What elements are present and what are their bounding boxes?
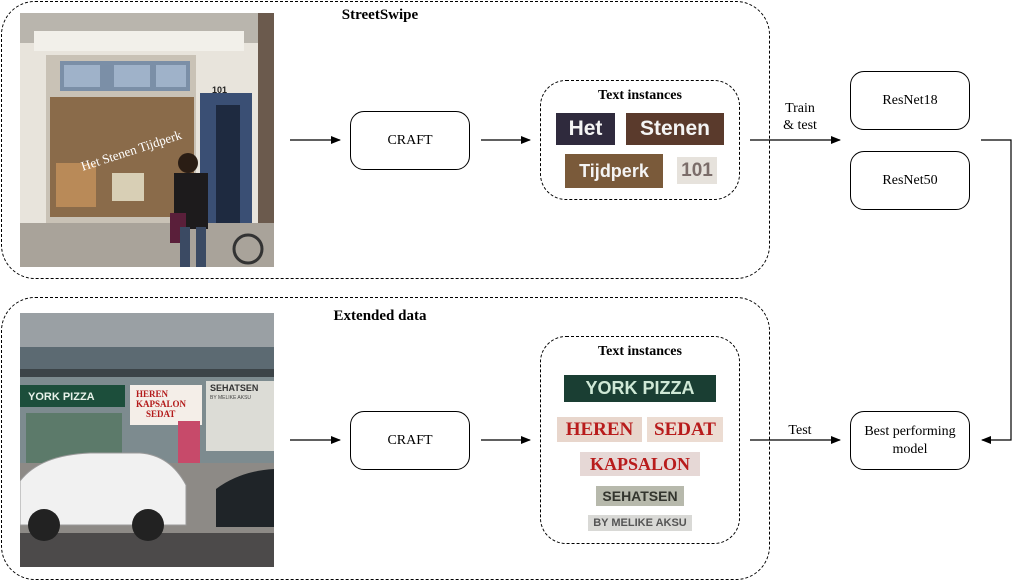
resnet50-node: ResNet50: [850, 151, 970, 210]
street-sign-by-melike-aksu: BY MELIKE AKSU: [210, 395, 251, 401]
streetswipe-title: StreetSwipe: [341, 7, 419, 23]
text-crop-101: 101: [677, 157, 717, 184]
street-sign-heren: HEREN: [136, 389, 169, 399]
street-sign-sedat: SEDAT: [146, 409, 175, 419]
craft-node-top: CRAFT: [350, 111, 470, 170]
text-crop-tijdperk: Tijdperk: [565, 154, 663, 188]
streetswipe-storefront-photo: Het Stenen Tijdperk 101: [20, 13, 274, 267]
arrow-models-to-best-model: [981, 139, 1012, 444]
text-instances-title-bottom: Text instances: [598, 344, 682, 359]
text-crop-kapsalon: KAPSALON: [580, 452, 700, 476]
text-instances-group-bottom: [540, 336, 740, 544]
text-crop-het: Het: [556, 113, 615, 145]
street-sign-kapsalon: KAPSALON: [136, 399, 187, 409]
extended-data-region: [1, 297, 770, 580]
street-illustration: YORK PIZZA HEREN KAPSALON SEDAT SEHATSEN…: [20, 313, 274, 567]
text-crop-york-pizza: YORK PIZZA: [564, 375, 716, 402]
craft-node-bottom: CRAFT: [350, 411, 470, 470]
house-number-text: 101: [212, 85, 227, 95]
street-sign-sehatsen: SEHATSEN: [210, 383, 258, 393]
text-crop-heren: HEREN: [557, 417, 642, 442]
street-sign-york-pizza: YORK PIZZA: [28, 391, 95, 403]
edge-label-test: Test: [788, 423, 812, 438]
text-crop-sehatsen: SEHATSEN: [596, 486, 684, 506]
text-instances-title-top: Text instances: [598, 88, 682, 103]
text-crop-stenen: Stenen: [626, 113, 724, 145]
edge-label-train-test: Train & test: [783, 101, 817, 133]
storefront-illustration: Het Stenen Tijdperk 101: [20, 13, 274, 267]
text-crop-by-melike-aksu: BY MELIKE AKSU: [588, 515, 692, 531]
text-instances-group-top: [540, 80, 740, 200]
resnet18-node: ResNet18: [850, 71, 970, 130]
extended-data-street-photo: YORK PIZZA HEREN KAPSALON SEDAT SEHATSEN…: [20, 313, 274, 567]
best-performing-model-node: Best performing model: [850, 411, 970, 470]
extended-data-title: Extended data: [333, 308, 427, 324]
text-crop-sedat: SEDAT: [647, 417, 723, 442]
